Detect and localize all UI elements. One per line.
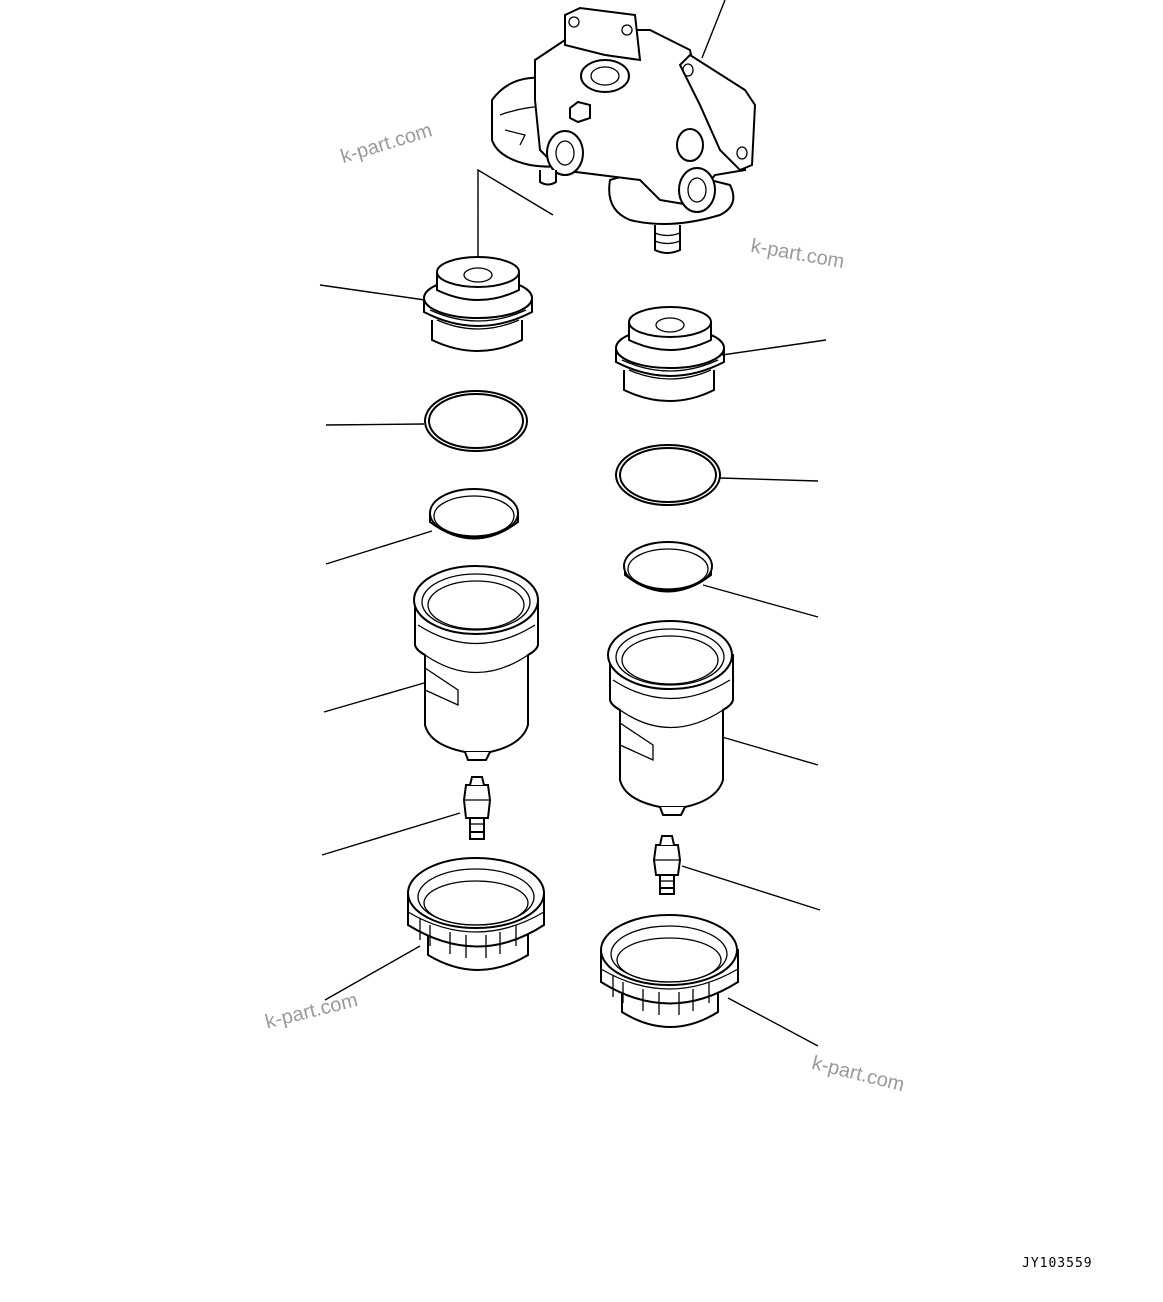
left-seal-ring <box>429 488 519 540</box>
callout-leaders-right <box>681 339 827 1047</box>
right-bowl-ring <box>600 914 739 1028</box>
left-o-ring <box>424 390 528 452</box>
right-seal-ring <box>623 541 713 593</box>
right-filter-cap <box>615 306 725 402</box>
filter-head-housing <box>491 6 757 254</box>
right-filter-element <box>607 620 734 816</box>
left-filter-element <box>413 565 539 761</box>
left-filter-cap <box>423 256 533 352</box>
left-drain-valve <box>462 776 492 840</box>
callout-leader-head <box>701 0 726 59</box>
right-drain-valve <box>652 835 682 895</box>
assembly-connector-line <box>477 168 554 262</box>
drawing-code: JY103559 <box>1022 1256 1093 1271</box>
callout-leaders-left <box>319 284 461 1001</box>
right-o-ring <box>615 444 721 506</box>
left-bowl-ring <box>407 857 545 971</box>
